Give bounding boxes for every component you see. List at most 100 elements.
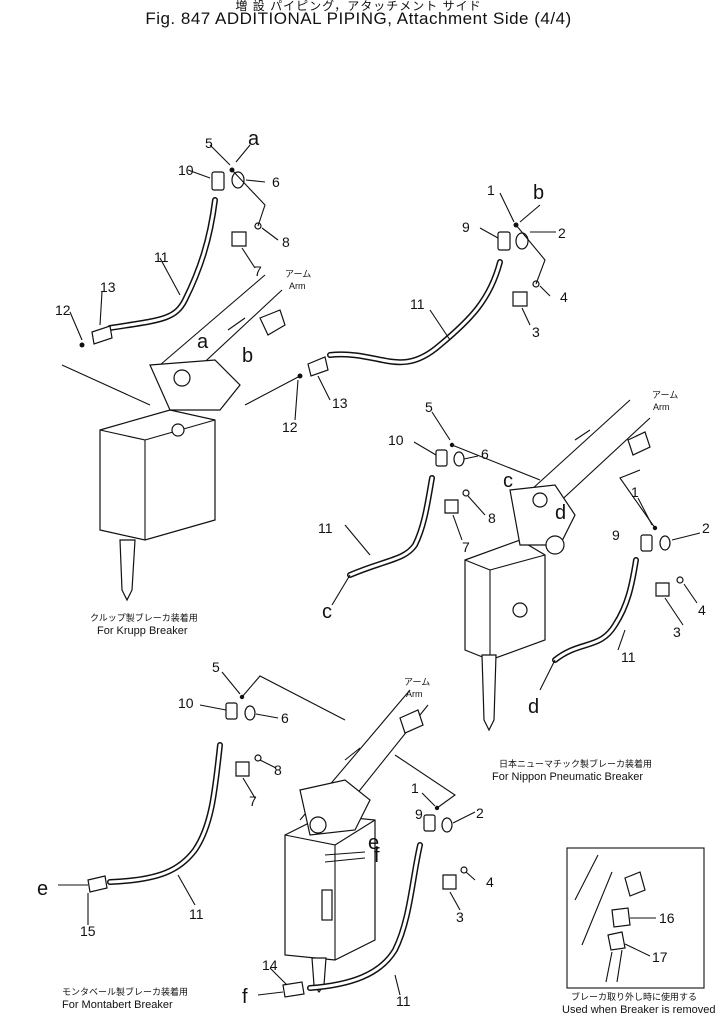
arm-label-jp-nippon: アーム xyxy=(652,390,678,400)
montabert-callout-10: 10 xyxy=(178,695,194,711)
removed-caption-jp: ブレーカ取り外し時に使用する xyxy=(571,991,697,1002)
arm-label-en-nippon: Arm xyxy=(653,402,670,412)
callout-11-left: 11 xyxy=(154,249,169,265)
callout-2: 2 xyxy=(558,225,566,241)
callout-5: 5 xyxy=(205,135,213,151)
montabert-bolt-7 xyxy=(235,761,250,777)
adapter-15 xyxy=(87,875,108,893)
nippon-bolt xyxy=(512,602,528,618)
montabert-washer-8 xyxy=(254,754,262,762)
breaker-removed-inset: 16 17 ブレーカ取り外し時に使用する Used when Breaker i… xyxy=(562,847,715,1016)
krupp-breaker-assembly: アーム Arm 5 a 10 6 8 7 11 13 12 a b 12 13 … xyxy=(55,128,568,637)
montabert-breaker-body xyxy=(284,814,376,961)
callout-11-right: 11 xyxy=(410,296,425,312)
adapter-13-left xyxy=(91,325,113,345)
nippon-flange-2 xyxy=(659,535,671,551)
nippon-callout-leaders xyxy=(344,411,701,651)
nippon-washer-8 xyxy=(462,489,470,497)
montabert-hose-11-left xyxy=(107,742,223,885)
flange-2 xyxy=(515,232,529,250)
montabert-washer-4 xyxy=(460,866,468,874)
inset-callout-17: 17 xyxy=(652,949,668,965)
nippon-elbow-9 xyxy=(640,534,653,552)
montabert-bolt-3 xyxy=(442,874,457,890)
nippon-arm-connector xyxy=(627,431,651,456)
nippon-letter-d: d xyxy=(555,502,566,524)
callout-10: 10 xyxy=(178,162,194,178)
nippon-callout-11-right: 11 xyxy=(621,649,636,665)
inset-frame xyxy=(566,847,705,989)
montabert-callout-5: 5 xyxy=(212,659,220,675)
callout-1: 1 xyxy=(487,182,495,198)
montabert-callout-9: 9 xyxy=(415,806,423,822)
callout-6: 6 xyxy=(272,174,280,190)
removed-caption-en: Used when Breaker is removed xyxy=(562,1004,715,1016)
montabert-arm-connector xyxy=(399,709,424,734)
arm-label-jp-krupp: アーム xyxy=(285,269,311,279)
letter-b: b xyxy=(533,182,544,204)
inset-connector xyxy=(624,871,646,897)
inset-leaders xyxy=(624,917,656,957)
montabert-flange-6 xyxy=(244,705,256,721)
montabert-flange-2 xyxy=(441,817,453,833)
nippon-breaker-assembly: アーム Arm 5 10 6 8 7 11 c c d 1 9 2 4 3 11… xyxy=(318,390,710,783)
nippon-callout-9: 9 xyxy=(612,527,620,543)
nippon-letter-d-end: d xyxy=(528,696,539,718)
krupp-callout-leaders xyxy=(69,144,556,421)
montabert-callout-1: 1 xyxy=(411,780,419,796)
letter-b-breaker: b xyxy=(242,345,253,367)
letter-a: a xyxy=(248,128,260,150)
montabert-letter-f-end: f xyxy=(242,986,248,1008)
nippon-caption-en: For Nippon Pneumatic Breaker xyxy=(492,771,643,783)
montabert-caption-en: For Montabert Breaker xyxy=(62,999,173,1011)
montabert-leader-lines xyxy=(58,675,456,996)
nippon-letter-c: c xyxy=(503,470,513,492)
nippon-callout-8: 8 xyxy=(488,510,496,526)
arm-label-en-krupp: Arm xyxy=(289,281,306,291)
elbow-fitting-10 xyxy=(211,171,225,191)
cap-17 xyxy=(607,931,626,951)
nippon-caption-jp: 日本ニューマチック製ブレーカ装着用 xyxy=(499,758,652,769)
adapter-14 xyxy=(282,981,305,998)
krupp-bolt xyxy=(171,423,185,437)
montabert-callout-3: 3 xyxy=(456,909,464,925)
nippon-letter-c-end: c xyxy=(322,601,332,623)
nippon-callout-7: 7 xyxy=(462,539,470,555)
callout-13-right: 13 xyxy=(332,395,348,411)
nippon-pin-upper xyxy=(532,492,548,508)
adapter-13-right xyxy=(307,356,329,377)
montabert-elbow-9 xyxy=(423,814,436,832)
callout-7: 7 xyxy=(254,263,262,279)
callout-3: 3 xyxy=(532,324,540,340)
montabert-callout-15: 15 xyxy=(80,923,96,939)
montabert-letter-e-end: e xyxy=(37,878,48,900)
krupp-breaker-body xyxy=(99,409,216,541)
nippon-flange-6 xyxy=(453,451,465,467)
plug-16 xyxy=(611,907,631,928)
nippon-leader-lines xyxy=(331,444,656,691)
nippon-callout-5: 5 xyxy=(425,399,433,415)
nippon-callout-6: 6 xyxy=(481,446,489,462)
nippon-callout-2: 2 xyxy=(702,520,710,536)
arm-label-jp-montabert: アーム xyxy=(404,677,430,687)
nippon-body-edges xyxy=(464,554,546,660)
krupp-arm-connector xyxy=(259,309,286,336)
krupp-chisel xyxy=(119,539,136,602)
callout-9: 9 xyxy=(462,219,470,235)
inset-callout-16: 16 xyxy=(659,910,675,926)
krupp-pin xyxy=(173,369,191,387)
figure-title-japanese: 増 設 パイピング，アタッチメント サイド xyxy=(235,0,482,13)
nippon-bracket xyxy=(509,484,576,546)
krupp-bracket xyxy=(149,359,241,411)
arm-label-en-montabert: Arm xyxy=(406,689,423,699)
montabert-callout-2: 2 xyxy=(476,805,484,821)
inset-pipe xyxy=(605,949,623,983)
nippon-callout-1: 1 xyxy=(631,484,639,500)
callout-12-left: 12 xyxy=(55,302,71,318)
montabert-body-edges xyxy=(284,819,376,960)
montabert-elbow-10 xyxy=(225,702,238,720)
elbow-fitting-9 xyxy=(497,231,511,251)
montabert-callout-4: 4 xyxy=(486,874,494,890)
